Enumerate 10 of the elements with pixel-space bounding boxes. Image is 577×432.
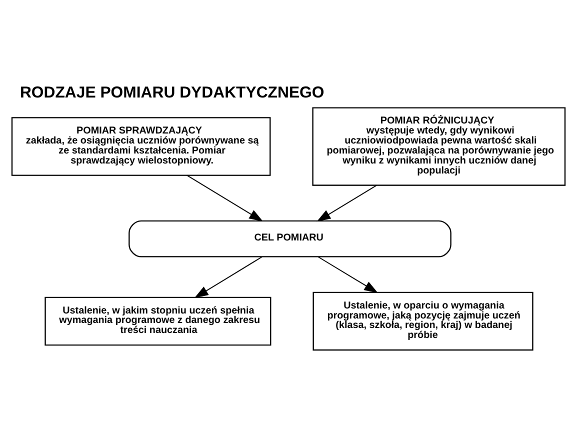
node-box: POMIAR RÓŻNICUJĄCY występuje wtedy, gdy wynikowi uczniowiodpowiada pewna wartość skali pomiarowej, pozwalająca na porównywanie jego wyniku z wynikami innych uczniów danej populacji xyxy=(312,107,566,186)
node-box: CEL POMIARU xyxy=(128,220,452,258)
arrow xyxy=(186,174,264,222)
arrow xyxy=(194,256,262,298)
arrow xyxy=(318,256,378,294)
node-box: Ustalenie, w jakim stopniu uczeń spełnia wymagania programowe z danego zakresu treści nauczania xyxy=(44,296,272,346)
arrow xyxy=(316,184,378,222)
node-box: POMIAR SPRAWDZAJĄCY zakłada, że osiągnięcia uczniów porównywane są ze standardami kształcenia. Pomiar sprawdzający wielostopniowy. xyxy=(11,117,271,176)
diagram-title: RODZAJE POMIARU DYDAKTYCZNEGO xyxy=(20,84,324,102)
node-box: Ustalenie, w oparciu o wymagania programowe, jaką pozycję zajmuje uczeń (klasa, szkoła, region, kraj) w badanej próbie xyxy=(312,292,534,351)
